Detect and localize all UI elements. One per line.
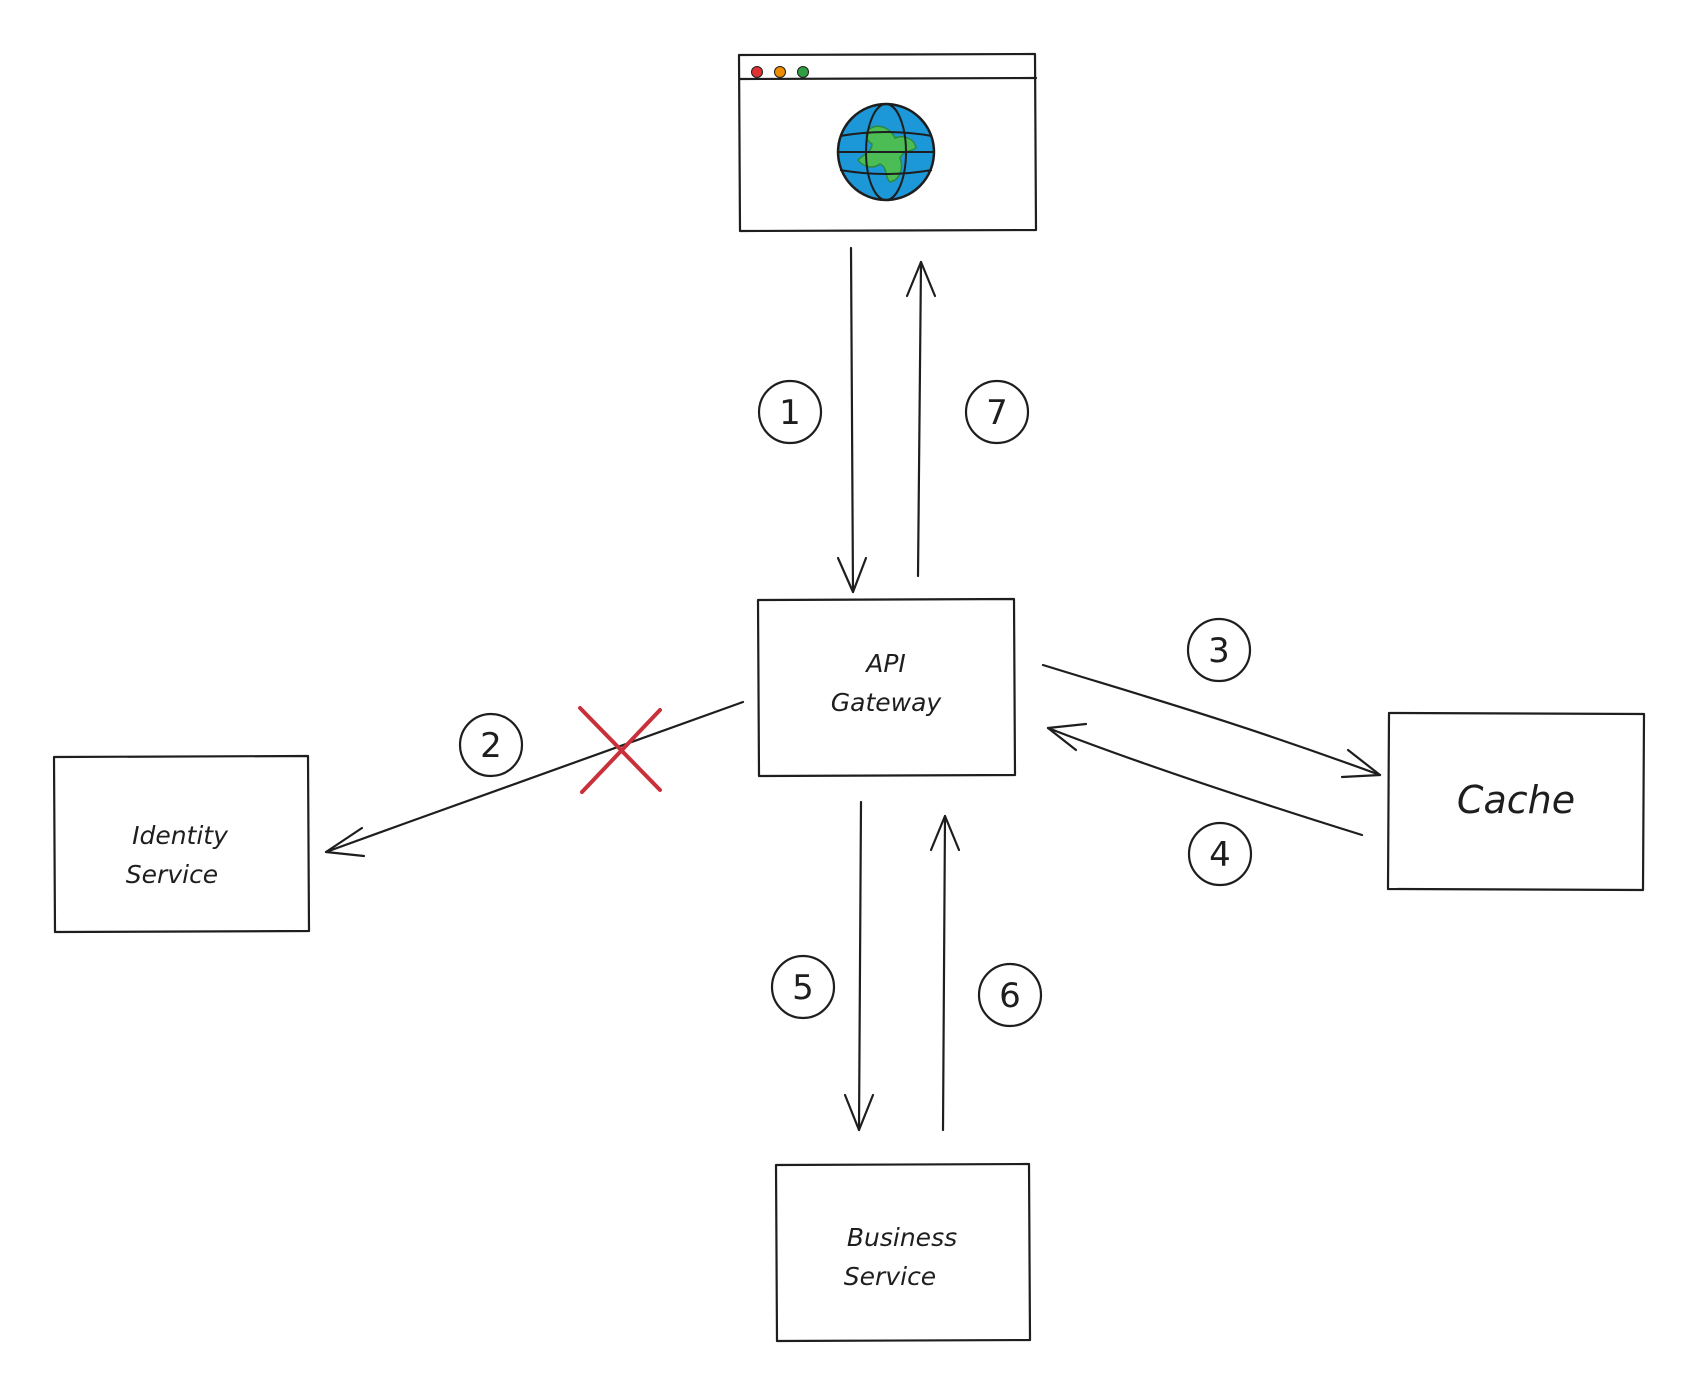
step-badge-7: 7 [964,379,1030,445]
window-close-dot [751,66,763,78]
step-number-3: 3 [1208,631,1230,671]
arrow-gateway-to-business [843,800,875,1132]
step-badge-5: 5 [770,954,836,1020]
step-badge-1: 1 [757,379,823,445]
step-badge-2: 2 [458,712,524,778]
arrow-gateway-to-cache [1041,663,1382,779]
arrow-gateway-to-client [905,260,937,578]
arrow-business-to-gateway [929,814,961,1132]
api-gateway-label-line2: Gateway [831,688,943,717]
step-number-6: 6 [999,976,1021,1016]
identity-service-label-line2: Service [126,860,218,889]
business-service-label-line2: Service [844,1262,936,1291]
arrow-gateway-to-identity [324,700,745,858]
cache-node: Cache [1386,711,1646,892]
step-badge-6: 6 [977,962,1043,1028]
identity-service-node: Identity Service [52,754,311,934]
step-number-7: 7 [986,393,1008,433]
client-browser-window [737,52,1038,233]
step-badge-3: 3 [1186,617,1252,683]
api-gateway-label-line1: API [864,649,906,678]
arrow-cache-to-gateway [1046,722,1364,837]
cache-label: Cache [1457,778,1575,822]
step-badge-4: 4 [1187,821,1253,887]
window-minimize-dot [774,66,786,78]
globe-icon [836,102,936,202]
step-number-5: 5 [792,968,814,1008]
step-number-1: 1 [779,393,801,433]
business-service-label-line1: Business [847,1223,957,1252]
business-service-node: Business Service [774,1162,1032,1343]
api-gateway-node: API Gateway [756,597,1017,778]
step-number-4: 4 [1209,835,1231,875]
window-maximize-dot [797,66,809,78]
identity-service-label-line1: Identity [132,821,229,850]
step-number-2: 2 [480,726,502,766]
blocked-x-mark [578,706,662,794]
arrow-client-to-gateway [836,246,868,594]
